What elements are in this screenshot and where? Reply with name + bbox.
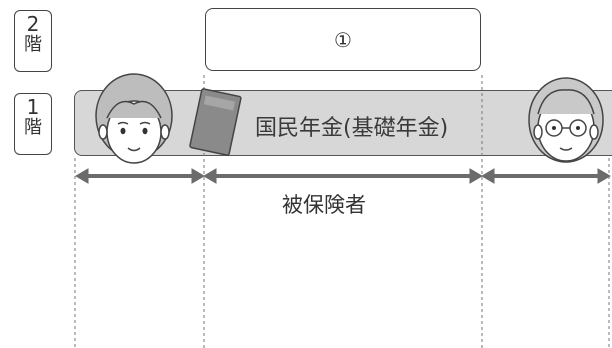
floor-1-label: 1 階 — [14, 93, 52, 155]
woman-face-icon — [95, 73, 173, 164]
arrow-head-elder-right — [597, 168, 611, 184]
insured-label: 被保険者 — [282, 193, 366, 217]
floor-2-number: 2 — [26, 12, 40, 36]
second-floor-box: ① — [205, 8, 481, 71]
floor-2-kai: 階 — [24, 34, 42, 55]
floor-1-kai: 階 — [24, 117, 42, 138]
arrow-head-elder-left — [481, 168, 495, 184]
second-floor-box-label: ① — [334, 27, 352, 52]
pension-booklet-icon — [189, 88, 242, 156]
national-pension-label: 国民年金(基礎年金) — [255, 116, 449, 141]
arrow-head-child-right — [191, 168, 205, 184]
elderly-man-face-icon — [528, 77, 604, 163]
arrow-head-insured-right — [469, 168, 483, 184]
floor-2-label: 2 階 — [14, 10, 52, 72]
arrow-head-child-left — [75, 168, 89, 184]
arrow-head-insured-left — [203, 168, 217, 184]
floor-1-number: 1 — [26, 95, 40, 119]
